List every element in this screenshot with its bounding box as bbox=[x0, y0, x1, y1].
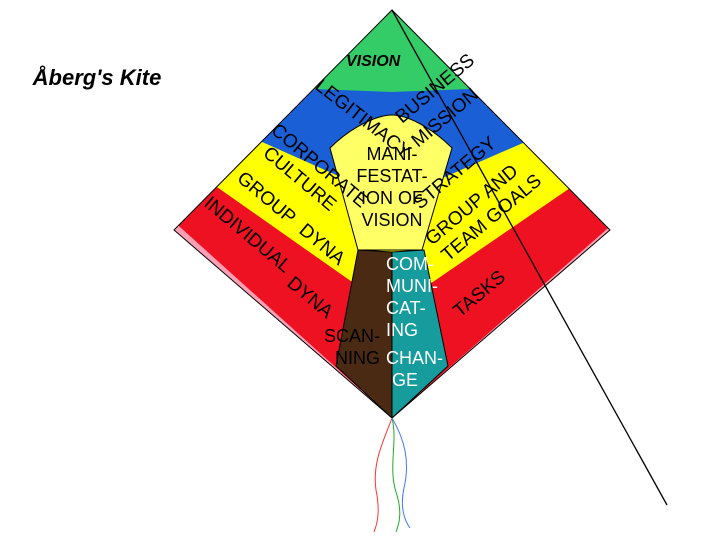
manifestation-text: MANI- FESTAT- ION OF VISION bbox=[356, 144, 427, 230]
tail-red bbox=[373, 417, 393, 533]
communicating-line: MUNI- bbox=[386, 276, 438, 296]
tail-blue bbox=[391, 417, 411, 529]
scanning-text: SCAN- NING bbox=[324, 326, 380, 368]
manifestation-core bbox=[329, 114, 453, 251]
vision-layer bbox=[314, 10, 470, 92]
kite-string bbox=[391, 9, 668, 506]
communicating-line: ING bbox=[386, 320, 418, 340]
scanning-line: NING bbox=[335, 348, 380, 368]
manifestation-line: MANI- bbox=[367, 144, 418, 164]
manifestation-line: FESTAT- bbox=[356, 166, 427, 186]
communicating-column bbox=[391, 249, 449, 420]
page-title: Åberg's Kite bbox=[32, 65, 162, 90]
manifestation-line: ION OF bbox=[361, 188, 423, 208]
scanning-line: SCAN- bbox=[324, 326, 380, 346]
communicating-line: GE bbox=[392, 370, 418, 390]
communicating-line: COM- bbox=[386, 254, 434, 274]
communicating-line: CHAN- bbox=[386, 348, 443, 368]
vision-label: VISION bbox=[346, 53, 401, 70]
communicating-text: COM- MUNI- CAT- ING CHAN- GE bbox=[386, 254, 443, 390]
tail-green bbox=[391, 417, 401, 533]
communicating-line: CAT- bbox=[386, 298, 426, 318]
manifestation-line: VISION bbox=[361, 210, 422, 230]
